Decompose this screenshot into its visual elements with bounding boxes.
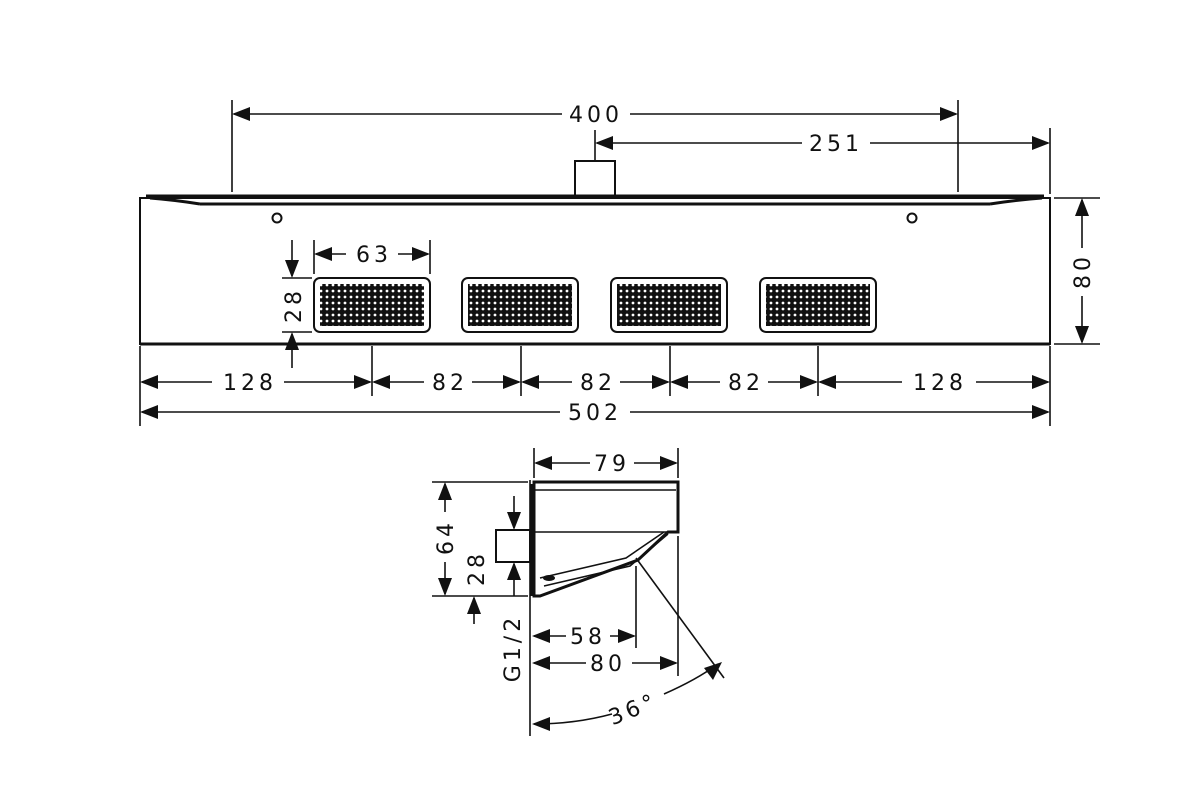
- jet-1: [313, 277, 431, 333]
- dimension-thread-arrow: [467, 596, 481, 624]
- dimension-400: 400: [231, 100, 959, 192]
- dim-58-label: 58: [570, 625, 606, 650]
- top-inlet-stub: [574, 160, 616, 198]
- dim-82-2-label: 82: [580, 371, 616, 396]
- screw-right: [906, 212, 918, 224]
- dimension-251: 251: [594, 128, 1051, 194]
- side-inlet-connector: [495, 529, 531, 563]
- jet-4: [759, 277, 877, 333]
- angle-label: 36°: [605, 689, 662, 731]
- screw-left: [271, 212, 283, 224]
- dim-251-label: 251: [809, 132, 863, 157]
- dim-64-label: 64: [434, 519, 459, 555]
- dim-502-label: 502: [568, 401, 622, 426]
- dim-28-jet-label: 28: [282, 287, 307, 323]
- dim-128-right-label: 128: [913, 371, 967, 396]
- dim-63-label: 63: [356, 243, 392, 268]
- jet-2: [461, 277, 579, 333]
- dimension-chain-bottom: 128 82 82 82 128 502: [139, 346, 1051, 426]
- dim-82-3-label: 82: [728, 371, 764, 396]
- dimension-79: 79: [533, 448, 679, 478]
- dim-28-inlet-label: 28: [465, 550, 490, 586]
- side-spray-face-inner: [539, 531, 665, 579]
- dimension-58: 58: [532, 566, 637, 650]
- dim-80-projection-label: 80: [590, 652, 626, 677]
- dimension-28-jet: 28: [282, 240, 312, 368]
- dimension-28-inlet: 28: [465, 496, 528, 596]
- side-nozzle-dot: [543, 575, 555, 581]
- front-view: 400 251 80: [139, 100, 1100, 426]
- side-view: 79 64 28 G1/2: [432, 448, 725, 736]
- side-spray-face: [543, 533, 669, 587]
- dimension-80-projection: 80: [532, 536, 679, 677]
- dimension-80-height: 80: [1054, 197, 1100, 345]
- dimension-64: 64: [432, 481, 528, 597]
- dim-82-1-label: 82: [432, 371, 468, 396]
- dim-79-label: 79: [594, 452, 630, 477]
- jet-3: [610, 277, 728, 333]
- dimension-angle: 36°: [532, 557, 725, 731]
- side-body-outline: [532, 480, 680, 598]
- dimension-63: 63: [313, 240, 431, 274]
- dim-80-height-label: 80: [1071, 253, 1096, 289]
- dim-128-left-label: 128: [223, 371, 277, 396]
- shower-body-outline: [139, 197, 1051, 345]
- thread-label: G1/2: [501, 614, 526, 682]
- dim-400-label: 400: [569, 103, 623, 128]
